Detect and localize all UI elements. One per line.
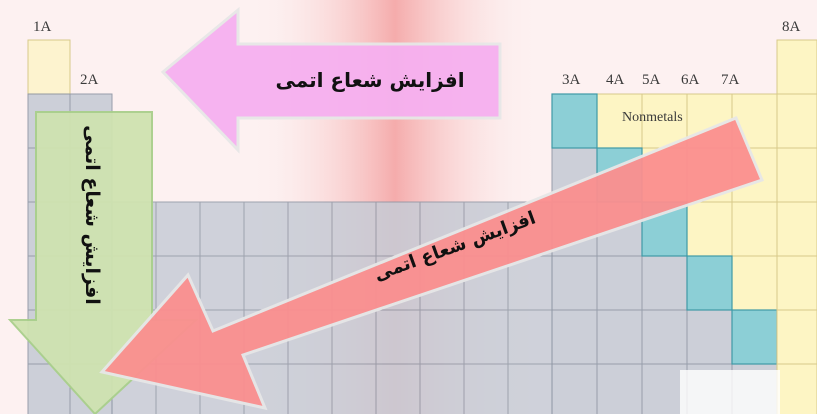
group-label-6a: 6A (681, 72, 700, 88)
group-label-1a: 1A (33, 19, 52, 35)
cell-hydrogen (27, 39, 71, 95)
left-arrow-label: افزایش شعاع اتمی (275, 68, 465, 92)
left-arrow-shape (160, 6, 502, 154)
noble-gas-cells (776, 39, 817, 418)
group-label-2a: 2A (80, 72, 99, 88)
group-label-4a: 4A (606, 72, 625, 88)
diagonal-arrow-shape (99, 116, 765, 411)
group-label-3a: 3A (562, 72, 581, 88)
group-label-7a: 7A (721, 72, 740, 88)
nonmetals-label: Nonmetals (622, 110, 683, 125)
down-arrow-label: افزایش شعاع اتمی (81, 125, 103, 305)
group-label-5a: 5A (642, 72, 661, 88)
glare (680, 370, 780, 414)
group-label-8a: 8A (782, 19, 801, 35)
